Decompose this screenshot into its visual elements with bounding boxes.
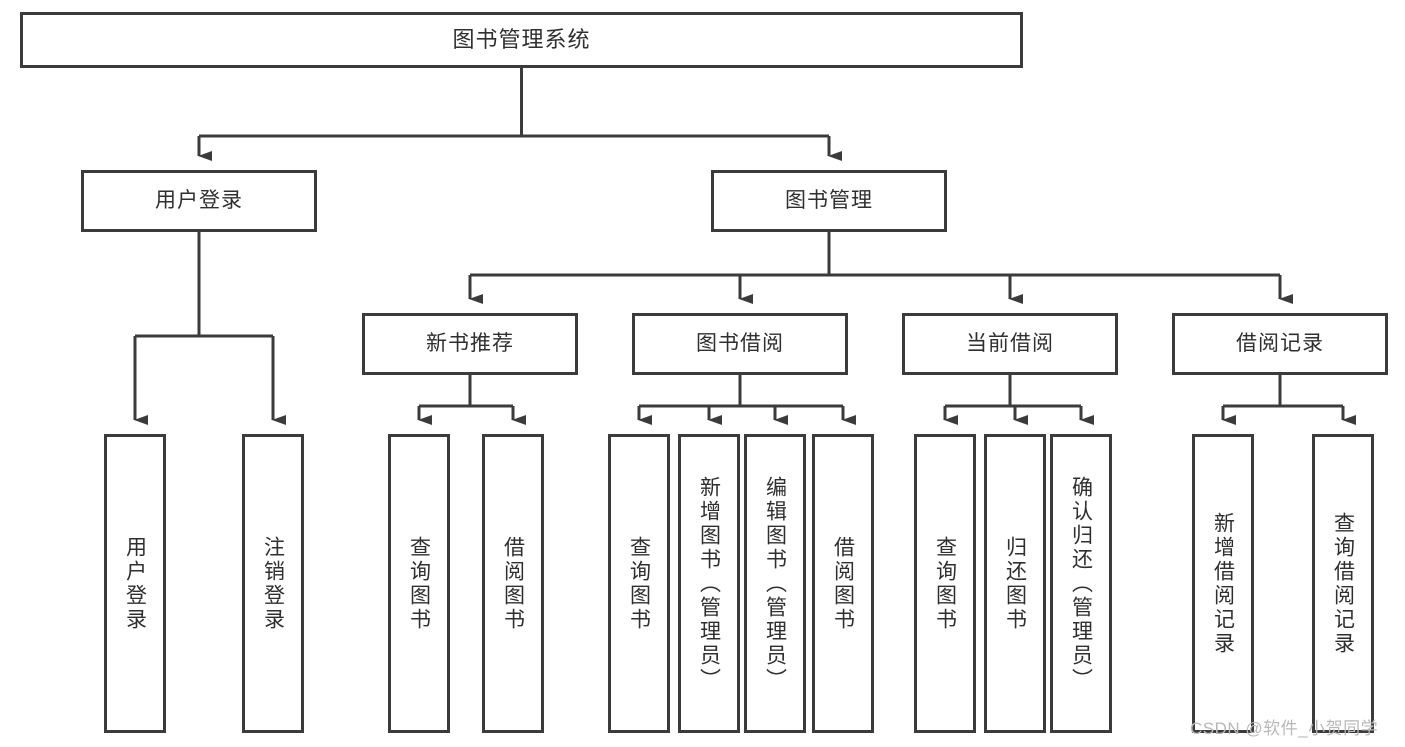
leaf-newbook-borrow-book[interactable]: 借阅图书 [482, 434, 544, 733]
node-book-management[interactable]: 图书管理 [711, 170, 947, 232]
node-book-borrow[interactable]: 图书借阅 [632, 313, 848, 375]
leaf-current-query-book[interactable]: 查询图书 [914, 434, 976, 733]
node-book-borrow-label: 图书借阅 [696, 331, 784, 355]
leaf-user-login-label: 用户登录 [123, 535, 147, 632]
leaf-return-book-label: 归还图书 [1003, 535, 1027, 632]
leaf-borrow-query-book[interactable]: 查询图书 [608, 434, 670, 733]
leaf-newbook-borrow-book-label: 借阅图书 [501, 535, 525, 632]
leaf-add-borrow-record-label: 新增借阅记录 [1211, 511, 1235, 656]
node-current-borrow[interactable]: 当前借阅 [902, 313, 1118, 375]
leaf-query-borrow-record-label: 查询借阅记录 [1331, 511, 1355, 656]
leaf-confirm-return-admin-label: 确认归还（管理员） [1069, 475, 1093, 692]
leaf-current-query-book-label: 查询图书 [933, 535, 957, 632]
leaf-add-book-admin[interactable]: 新增图书（管理员） [678, 434, 740, 733]
node-root-label: 图书管理系统 [452, 27, 591, 53]
node-root[interactable]: 图书管理系统 [20, 12, 1023, 68]
leaf-add-book-admin-label: 新增图书（管理员） [697, 475, 721, 692]
node-borrow-records-label: 借阅记录 [1236, 331, 1324, 355]
leaf-query-borrow-record[interactable]: 查询借阅记录 [1312, 434, 1374, 733]
leaf-borrow-lend-book[interactable]: 借阅图书 [812, 434, 874, 733]
leaf-newbook-query-book-label: 查询图书 [407, 535, 431, 632]
node-current-borrow-label: 当前借阅 [966, 331, 1054, 355]
node-new-book-recommend[interactable]: 新书推荐 [362, 313, 578, 375]
leaf-user-logout-label: 注销登录 [261, 535, 285, 632]
leaf-user-logout[interactable]: 注销登录 [242, 434, 304, 733]
leaf-user-login[interactable]: 用户登录 [104, 434, 166, 733]
leaf-edit-book-admin[interactable]: 编辑图书（管理员） [744, 434, 806, 733]
node-book-management-label: 图书管理 [785, 188, 873, 212]
node-borrow-records[interactable]: 借阅记录 [1172, 313, 1388, 375]
node-user-login-label: 用户登录 [155, 188, 243, 212]
node-user-login[interactable]: 用户登录 [81, 170, 317, 232]
leaf-borrow-query-book-label: 查询图书 [627, 535, 651, 632]
leaf-confirm-return-admin[interactable]: 确认归还（管理员） [1050, 434, 1112, 733]
leaf-edit-book-admin-label: 编辑图书（管理员） [763, 475, 787, 692]
leaf-add-borrow-record[interactable]: 新增借阅记录 [1192, 434, 1254, 733]
node-new-book-recommend-label: 新书推荐 [426, 331, 514, 355]
leaf-return-book[interactable]: 归还图书 [984, 434, 1046, 733]
leaf-newbook-query-book[interactable]: 查询图书 [388, 434, 450, 733]
leaf-borrow-lend-book-label: 借阅图书 [831, 535, 855, 632]
